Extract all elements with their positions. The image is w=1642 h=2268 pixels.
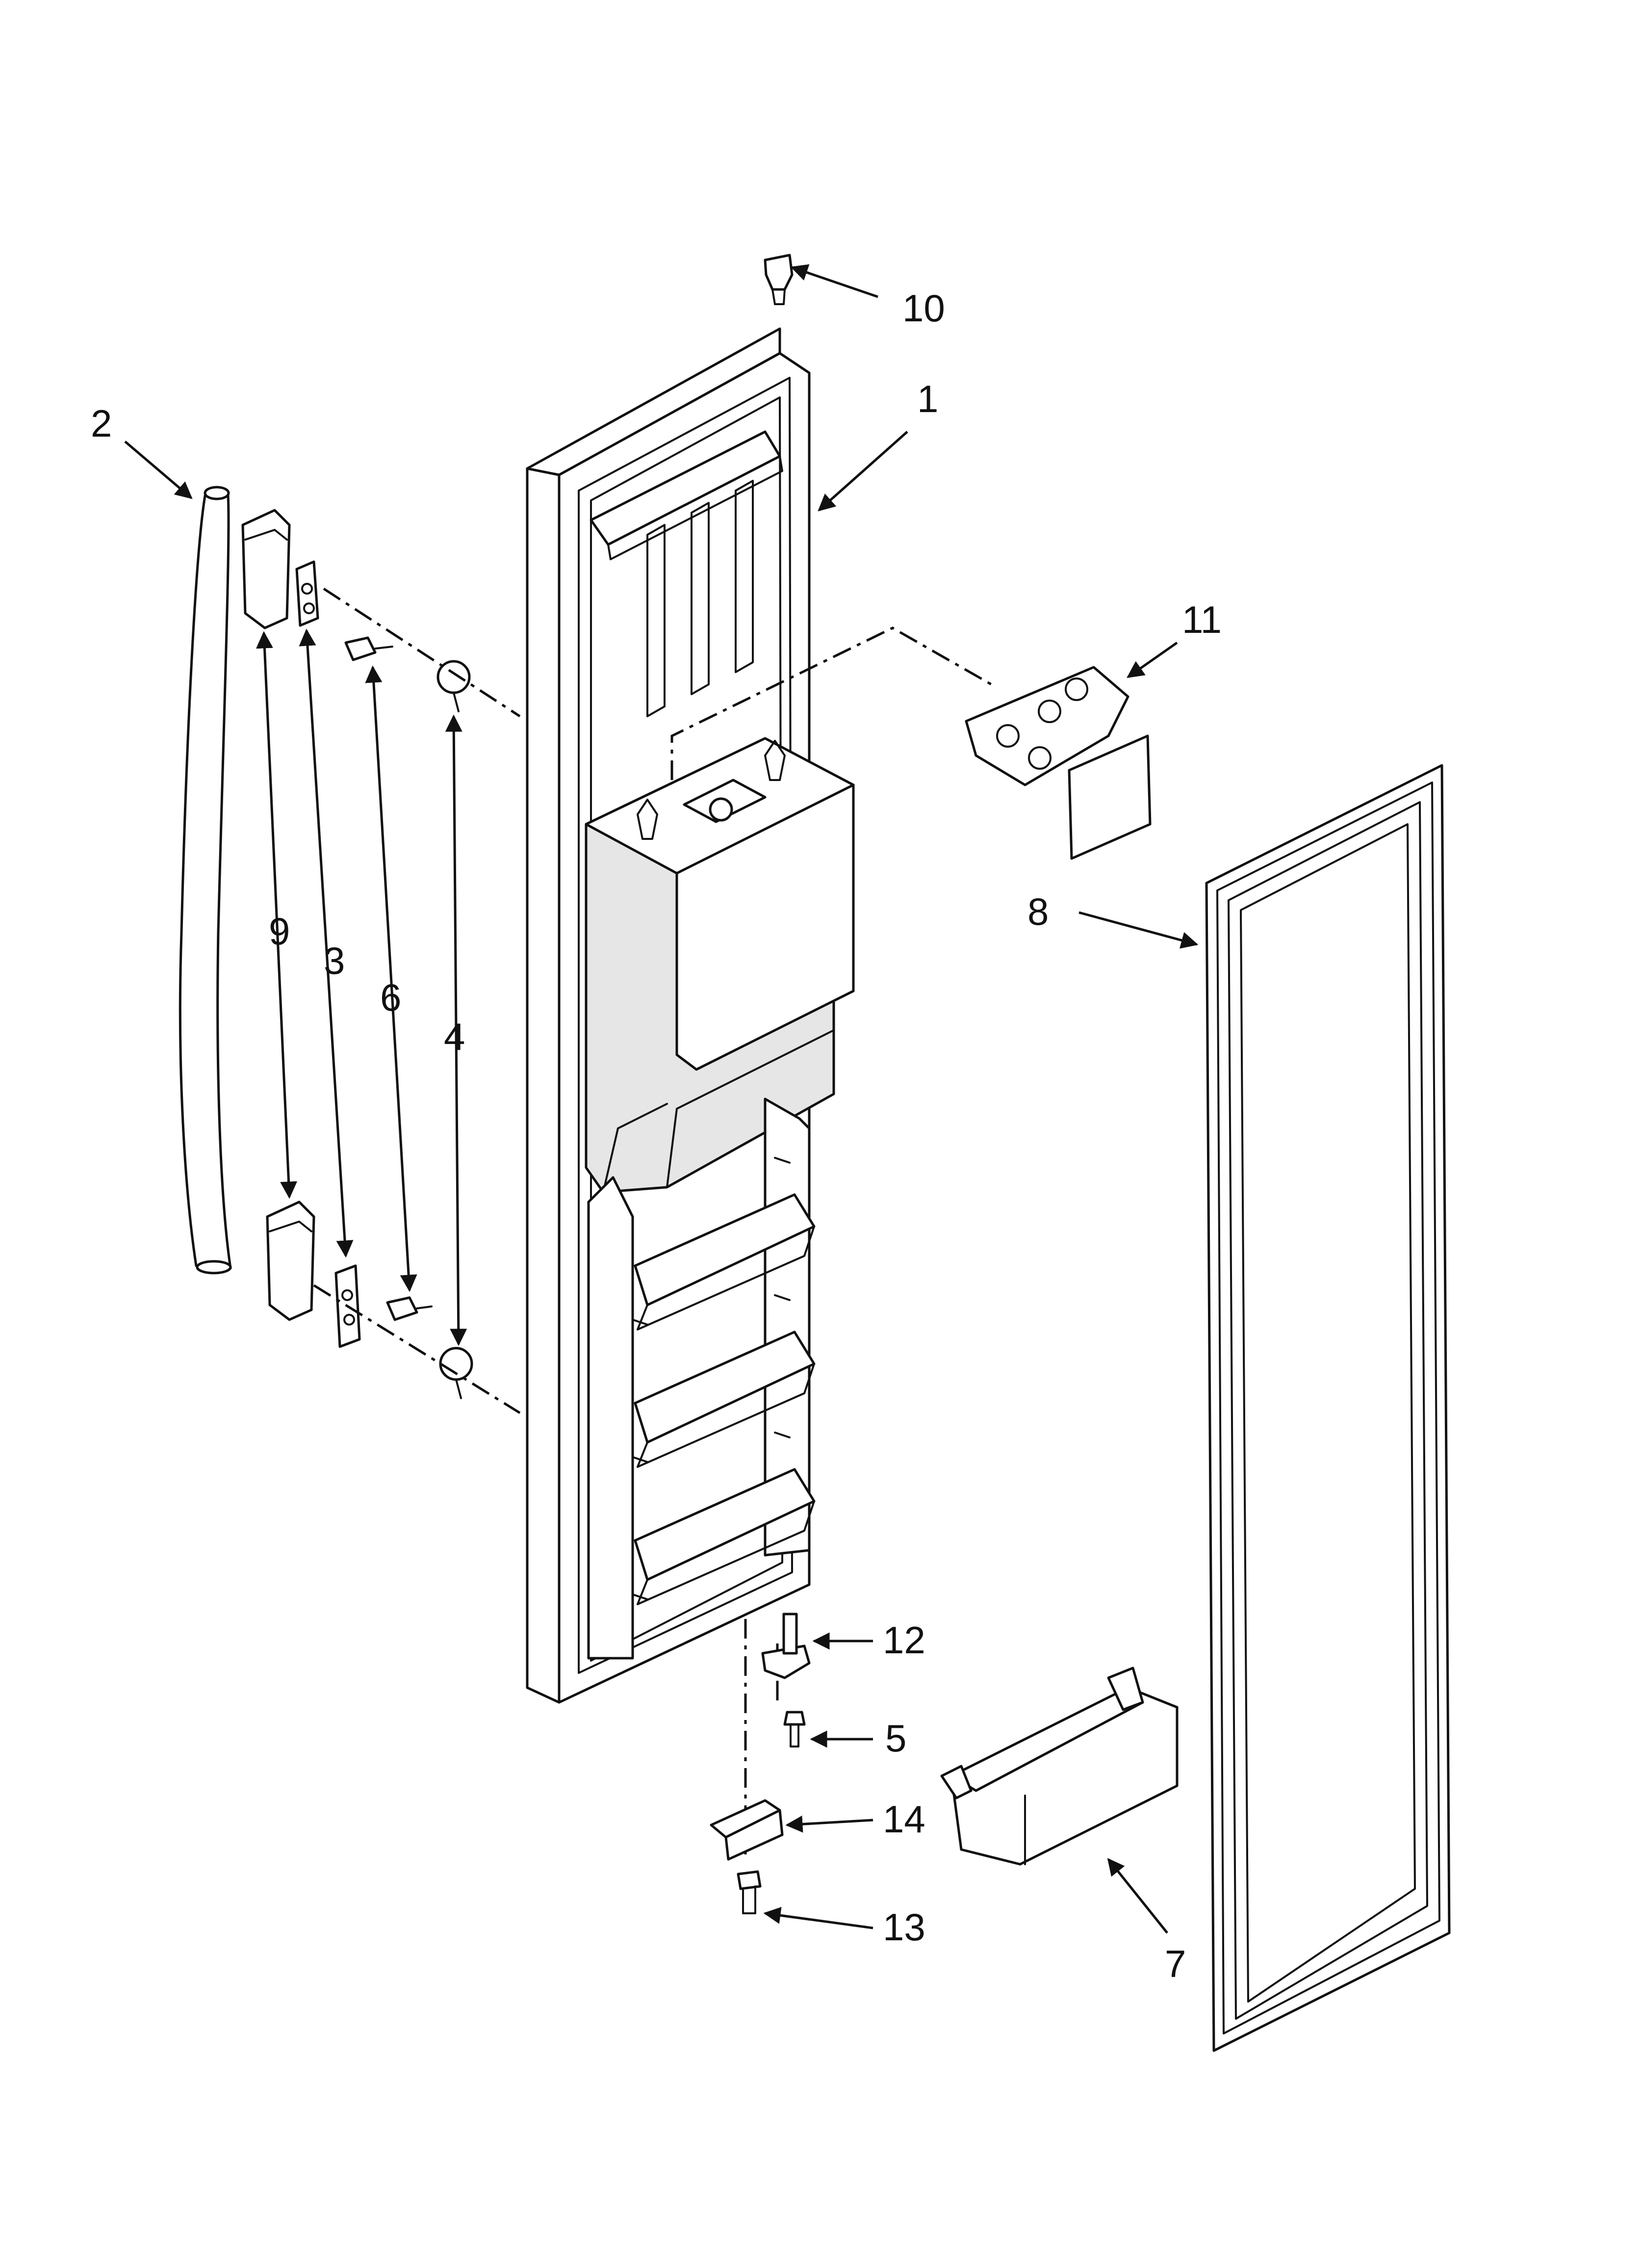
callout-labels: 10 1 2 11 8 9 3 6 4 12 5 14 13 7 [91, 287, 1222, 1985]
callout-6: 6 [380, 976, 401, 1019]
callout-5: 5 [885, 1717, 906, 1760]
mounting-studs [436, 660, 473, 1399]
hinge-pin [761, 1613, 811, 1679]
callout-7: 7 [1165, 1942, 1186, 1985]
callout-14: 14 [883, 1798, 925, 1841]
door-bin [940, 1667, 1179, 1866]
callout-13: 13 [883, 1905, 925, 1949]
bracket-screw [737, 1870, 762, 1914]
hinge-bracket [710, 1799, 784, 1861]
callout-1: 1 [917, 377, 938, 420]
callout-12: 12 [883, 1618, 925, 1662]
callout-9: 9 [269, 910, 290, 953]
callout-8: 8 [1027, 890, 1049, 933]
callout-2: 2 [91, 402, 112, 445]
door-gasket [1205, 764, 1451, 2052]
callout-4: 4 [444, 1015, 465, 1058]
door-handle [179, 486, 232, 1275]
hinge-shim [965, 666, 1152, 860]
callout-3: 3 [324, 939, 345, 982]
hinge-screw [783, 1711, 806, 1747]
callout-10: 10 [902, 287, 945, 330]
door-assembly [526, 327, 855, 1704]
leader-arrows [124, 264, 1199, 1934]
callout-11: 11 [1182, 598, 1222, 641]
door-plug [764, 254, 794, 305]
